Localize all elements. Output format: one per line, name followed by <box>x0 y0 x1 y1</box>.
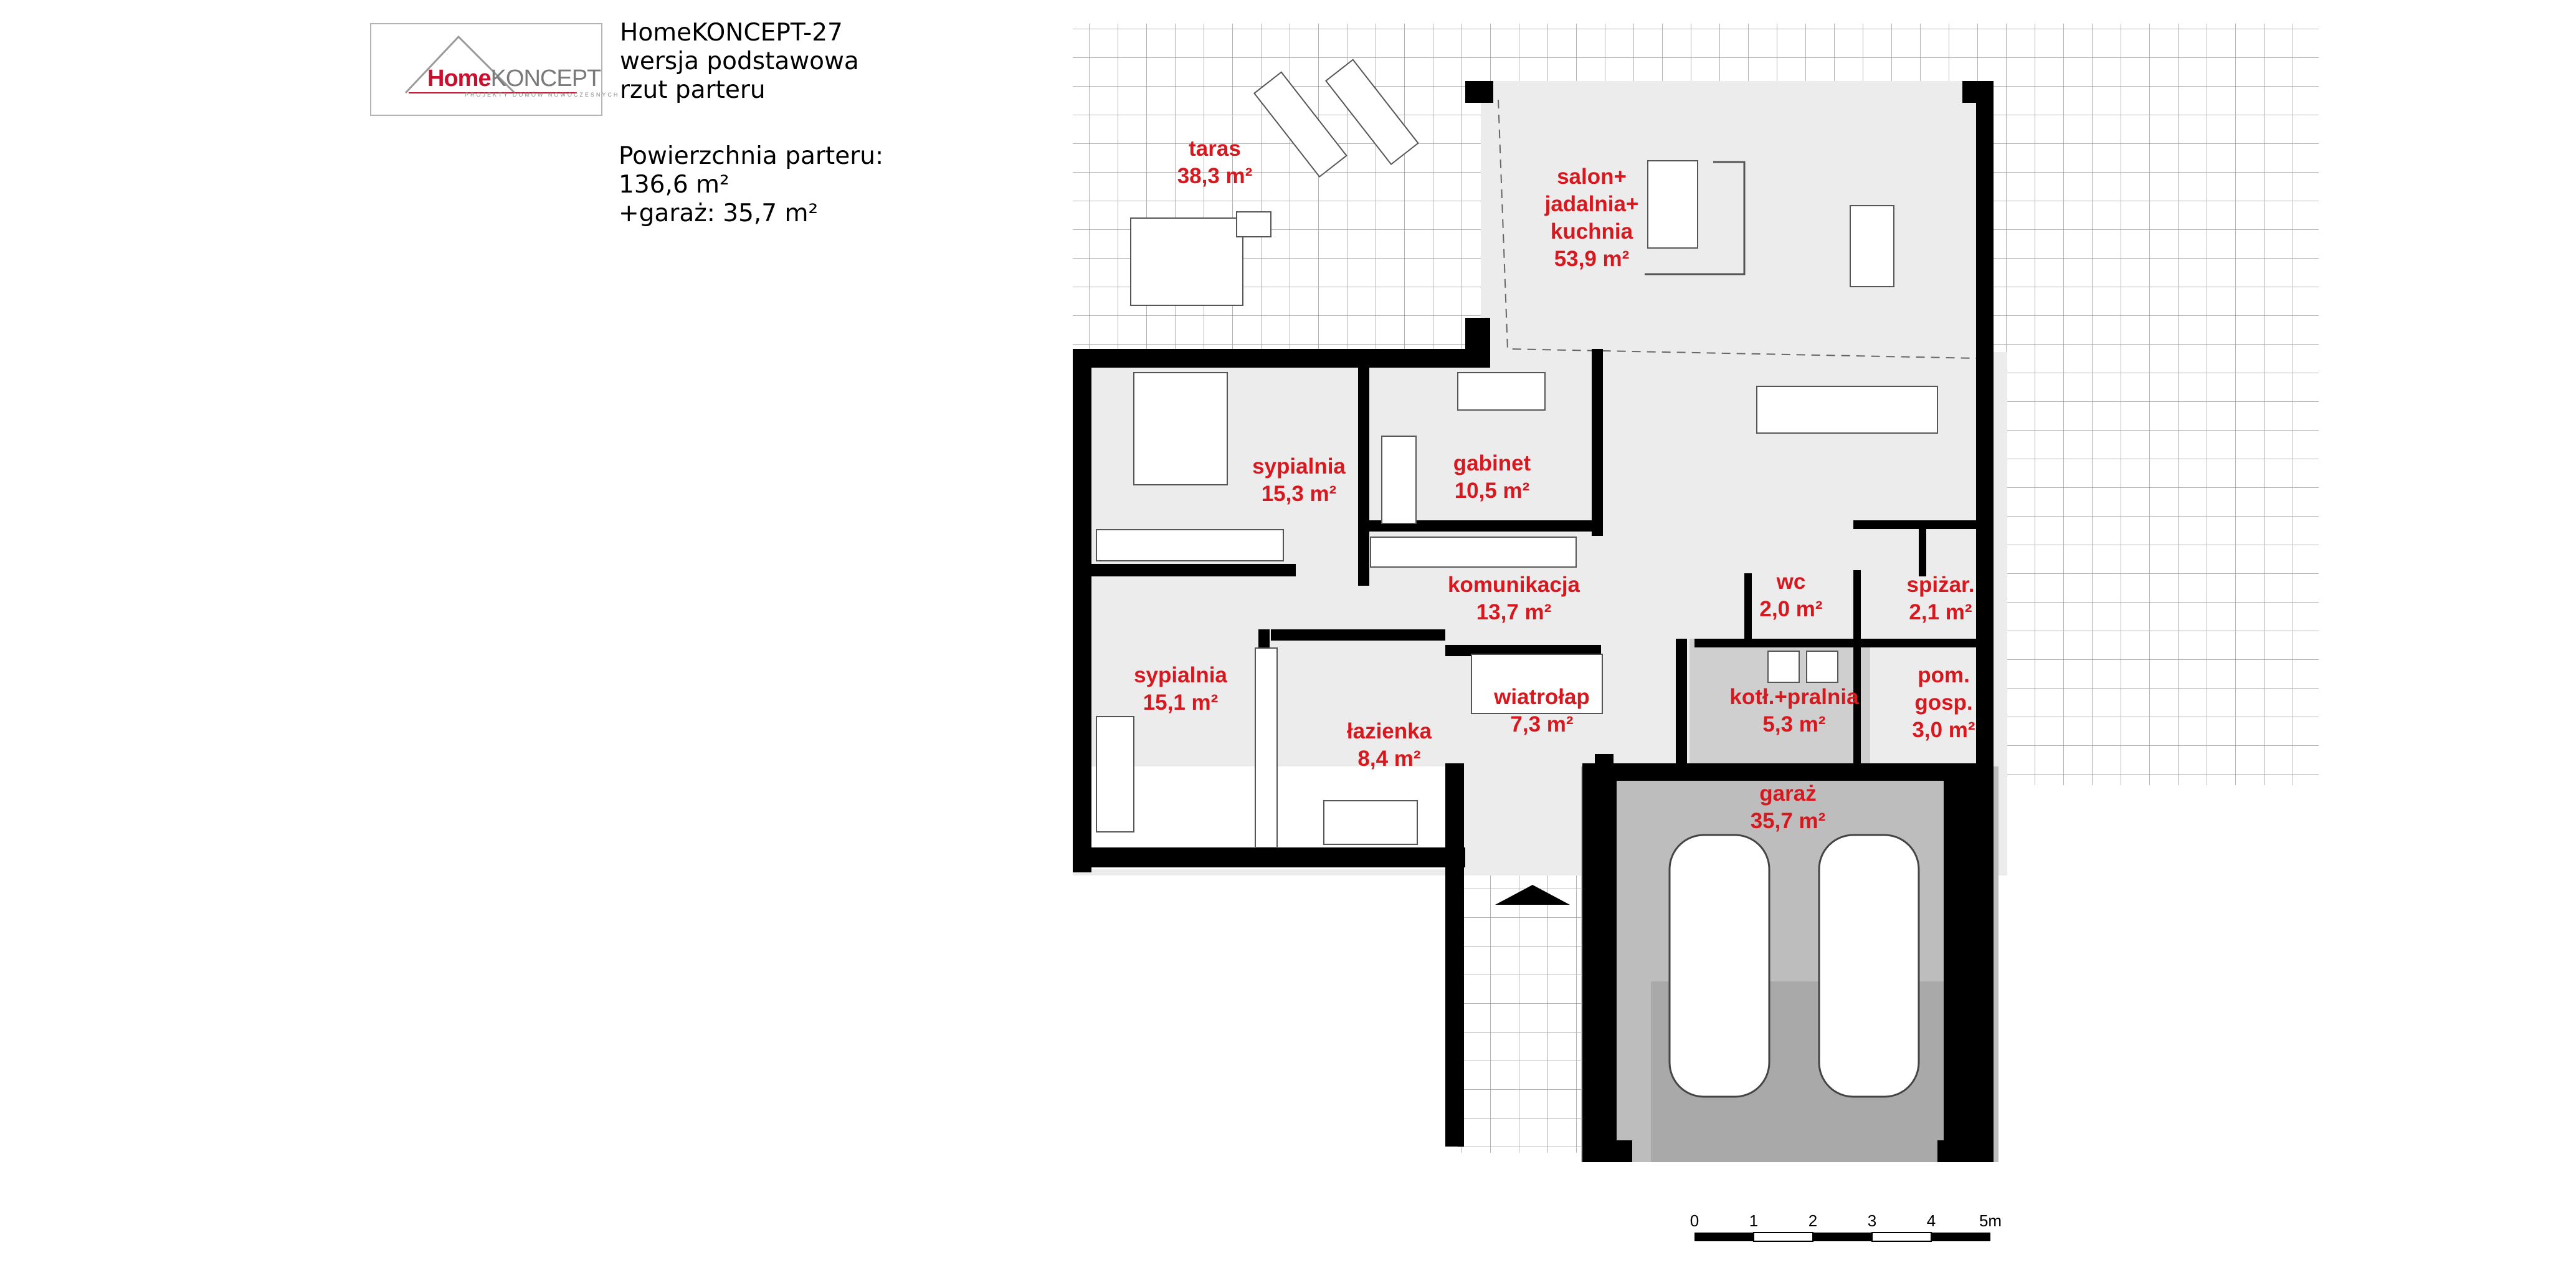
room-label-sypialnia1: sypialnia 15,3 m² <box>1252 454 1346 506</box>
room-label-line: wc <box>1776 570 1806 594</box>
furniture <box>1096 59 1938 848</box>
bathtub-icon <box>1096 716 1134 832</box>
logo-wordmark: HomeKONCEPT <box>427 65 601 92</box>
coffee-table-icon <box>1647 160 1698 249</box>
double-bed-icon <box>1133 372 1228 485</box>
room-label-line: sypialnia <box>1134 663 1227 687</box>
room-label-line: gabinet <box>1453 451 1531 475</box>
scale-tick-label: 0 <box>1690 1211 1699 1230</box>
terrace-lounge-icon <box>1130 217 1243 306</box>
room-label-line: garaż <box>1759 781 1816 806</box>
plan-title: HomeKONCEPT-27 wersja podstawowa rzut pa… <box>620 19 859 105</box>
side-paving <box>1978 24 2319 785</box>
room-label-line: 10,5 m² <box>1455 479 1530 503</box>
room-label-komunikacja: komunikacja 13,7 m² <box>1448 573 1580 624</box>
room-label-gabinet: gabinet 10,5 m² <box>1453 451 1531 503</box>
room-label-line: wiatrołap <box>1493 685 1590 709</box>
cars <box>1668 834 1920 1098</box>
area-value: 136,6 m² <box>619 171 730 199</box>
bathroom-wall-cabinet-icon <box>1255 647 1278 848</box>
sunbed-icon <box>1253 71 1347 178</box>
room-label-line: kuchnia <box>1551 219 1633 244</box>
hall-wardrobe-icon <box>1471 654 1603 714</box>
roof-outline <box>1498 99 1979 359</box>
room-label-line: 13,7 m² <box>1476 600 1552 624</box>
scale-tick-label: 1 <box>1749 1211 1758 1230</box>
terrace-table-icon <box>1236 211 1271 237</box>
homekoncept-logo: HomeKONCEPT PROJEKTY DOMÓW NOWOCZESNYCH <box>370 23 617 116</box>
plan-view: rzut parteru <box>620 76 766 104</box>
project-variant: wersja podstawowa <box>620 47 859 75</box>
room-label-pomgosp: pom. gosp. 3,0 m² <box>1912 663 1975 742</box>
wardrobe-icon <box>1096 529 1284 561</box>
room-label-line: 3,0 m² <box>1912 718 1975 742</box>
logo-tagline: PROJEKTY DOMÓW NOWOCZESNYCH <box>465 92 620 98</box>
room-label-line: salon+ <box>1557 165 1627 189</box>
logo-roof-icon <box>404 35 577 94</box>
room-label-line: 53,9 m² <box>1554 247 1630 271</box>
scale-tick-label: 3 <box>1868 1211 1876 1230</box>
room-label-line: 2,0 m² <box>1759 597 1822 621</box>
corner-sofa-icon <box>1645 161 1746 275</box>
room-label-line: taras <box>1189 136 1241 161</box>
room-label-line: jadalnia+ <box>1544 192 1639 216</box>
garage-area: +garaż: 35,7 m² <box>619 199 819 227</box>
kitchen-island-icon <box>1756 386 1938 434</box>
bath-lazienka-icon <box>1323 800 1418 845</box>
room-label-line: 2,1 m² <box>1909 600 1972 624</box>
room-label-garaz: garaż 35,7 m² <box>1751 781 1826 833</box>
room-label-line: 5,3 m² <box>1762 712 1825 737</box>
sofa-icon <box>1381 436 1417 524</box>
room-label-sypialnia2: sypialnia 15,1 m² <box>1134 663 1227 715</box>
car-icon <box>1668 834 1770 1098</box>
room-label-line: 8,4 m² <box>1357 747 1420 771</box>
sunbed-icon <box>1324 59 1419 166</box>
corridor-wardrobe-icon <box>1370 537 1577 568</box>
room-label-wc: wc 2,0 m² <box>1759 570 1822 621</box>
room-label-kotlownia: kotł.+pralnia 5,3 m² <box>1729 685 1859 737</box>
room-label-line: pom. <box>1918 663 1970 687</box>
boiler-icon <box>1767 651 1800 683</box>
logo-home: Home <box>427 65 492 92</box>
room-label-line: sypialnia <box>1252 454 1346 479</box>
room-label-taras: taras 38,3 m² <box>1177 136 1253 188</box>
room-label-line: 38,3 m² <box>1177 164 1253 188</box>
area-summary: Powierzchnia parteru: 136,6 m² +garaż: 3… <box>619 142 883 228</box>
room-label-salon: salon+ jadalnia+ kuchnia 53,9 m² <box>1544 165 1639 271</box>
room-label-line: kotł.+pralnia <box>1729 685 1859 709</box>
room-labels: taras 38,3 m² salon+ jadalnia+ kuchnia 53,9 m… <box>1134 136 1975 833</box>
entrance-arrow-icon <box>1495 885 1570 905</box>
area-label: Powierzchnia parteru: <box>619 142 884 170</box>
desk-icon <box>1457 372 1546 411</box>
room-label-line: 7,3 m² <box>1510 712 1573 737</box>
room-label-line: 15,3 m² <box>1262 482 1337 506</box>
dining-table-icon <box>1850 205 1894 287</box>
project-name: HomeKONCEPT-27 <box>620 19 843 47</box>
room-label-spizarnia: spiżar. 2,1 m² <box>1907 573 1975 624</box>
room-label-line: spiżar. <box>1907 573 1975 597</box>
scale-tick-label: 2 <box>1808 1211 1817 1230</box>
room-label-line: 15,1 m² <box>1143 690 1219 715</box>
room-label-lazienka: łazienka 8,4 m² <box>1347 719 1432 771</box>
room-label-line: gosp. <box>1914 690 1972 715</box>
room-label-wiatrolap: wiatrołap 7,3 m² <box>1493 685 1590 737</box>
scale-tick-label: 4 <box>1927 1211 1936 1230</box>
scale-tick-label: 5m <box>1979 1211 2002 1230</box>
car-icon <box>1818 834 1920 1098</box>
room-label-line: 35,7 m² <box>1751 809 1826 833</box>
logo-koncept: KONCEPT <box>490 65 602 92</box>
room-label-line: łazienka <box>1347 719 1432 743</box>
washing-machine-icon <box>1806 651 1838 683</box>
room-label-line: komunikacja <box>1448 573 1580 597</box>
scale-bar: 0 1 2 3 4 5m <box>1690 1211 2002 1242</box>
